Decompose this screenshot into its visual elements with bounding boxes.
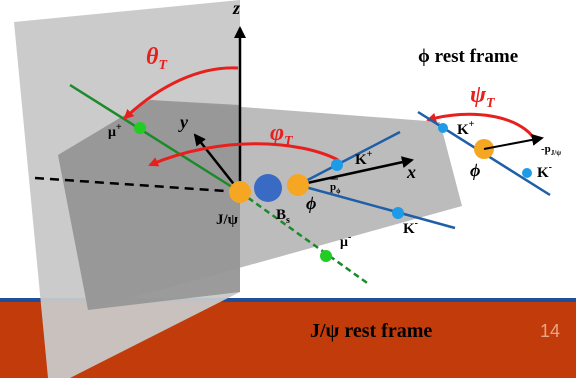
phi-label: φT [270, 120, 294, 149]
p-phi-label: pϕ [330, 181, 341, 195]
plane-overlap [58, 100, 240, 310]
phi-arc [148, 142, 339, 167]
inset-k-plus-label: K+ [457, 119, 475, 138]
inset-momentum-label: -pJ/ψ [541, 143, 561, 157]
theta-label: θT [146, 44, 168, 73]
inset-k-minus-label: K- [537, 162, 552, 181]
psi-label: ψT [470, 82, 496, 111]
band-top-line [0, 298, 576, 302]
mu-minus-track [239, 190, 371, 287]
y-axis [193, 133, 241, 193]
mu-plus-dot [134, 122, 146, 134]
inset-title: ϕ rest frame [418, 46, 518, 67]
bs-label: Bs [276, 207, 290, 226]
jpsi-dot [229, 181, 251, 203]
frame-label: J/ψ rest frame [310, 320, 432, 342]
k-plus-dot [331, 159, 343, 171]
mu-plus-label: μ+ [108, 122, 122, 140]
k-minus-label: K- [403, 218, 418, 237]
inset-k-plus-dot [438, 123, 448, 133]
y-axis-label: y [178, 112, 189, 132]
mu-plus-track [69, 83, 241, 194]
mu-minus-dot [320, 250, 332, 262]
k-plus-label: K+ [355, 149, 373, 168]
dashed-x-back [34, 176, 241, 194]
phi-dot [287, 174, 309, 196]
z-axis-label: z [232, 0, 240, 18]
bs-dot [254, 174, 282, 202]
k-minus-track [297, 183, 456, 230]
k-minus-dot [392, 207, 404, 219]
x-axis-label: x [406, 162, 416, 182]
page-number: 14 [540, 321, 560, 341]
phi-particle-label: ϕ [306, 193, 316, 213]
inset-phi-label: ϕ [470, 160, 480, 180]
jpsi-label: J/ψ [216, 212, 239, 228]
inset-momentum-arrow [483, 133, 544, 150]
x-axis [297, 156, 414, 187]
inset-k-minus-dot [522, 168, 532, 178]
mu-minus-label: μ- [340, 232, 351, 250]
k-plus-track [297, 130, 401, 187]
theta-arc [123, 66, 239, 120]
psi-arc [426, 112, 537, 141]
